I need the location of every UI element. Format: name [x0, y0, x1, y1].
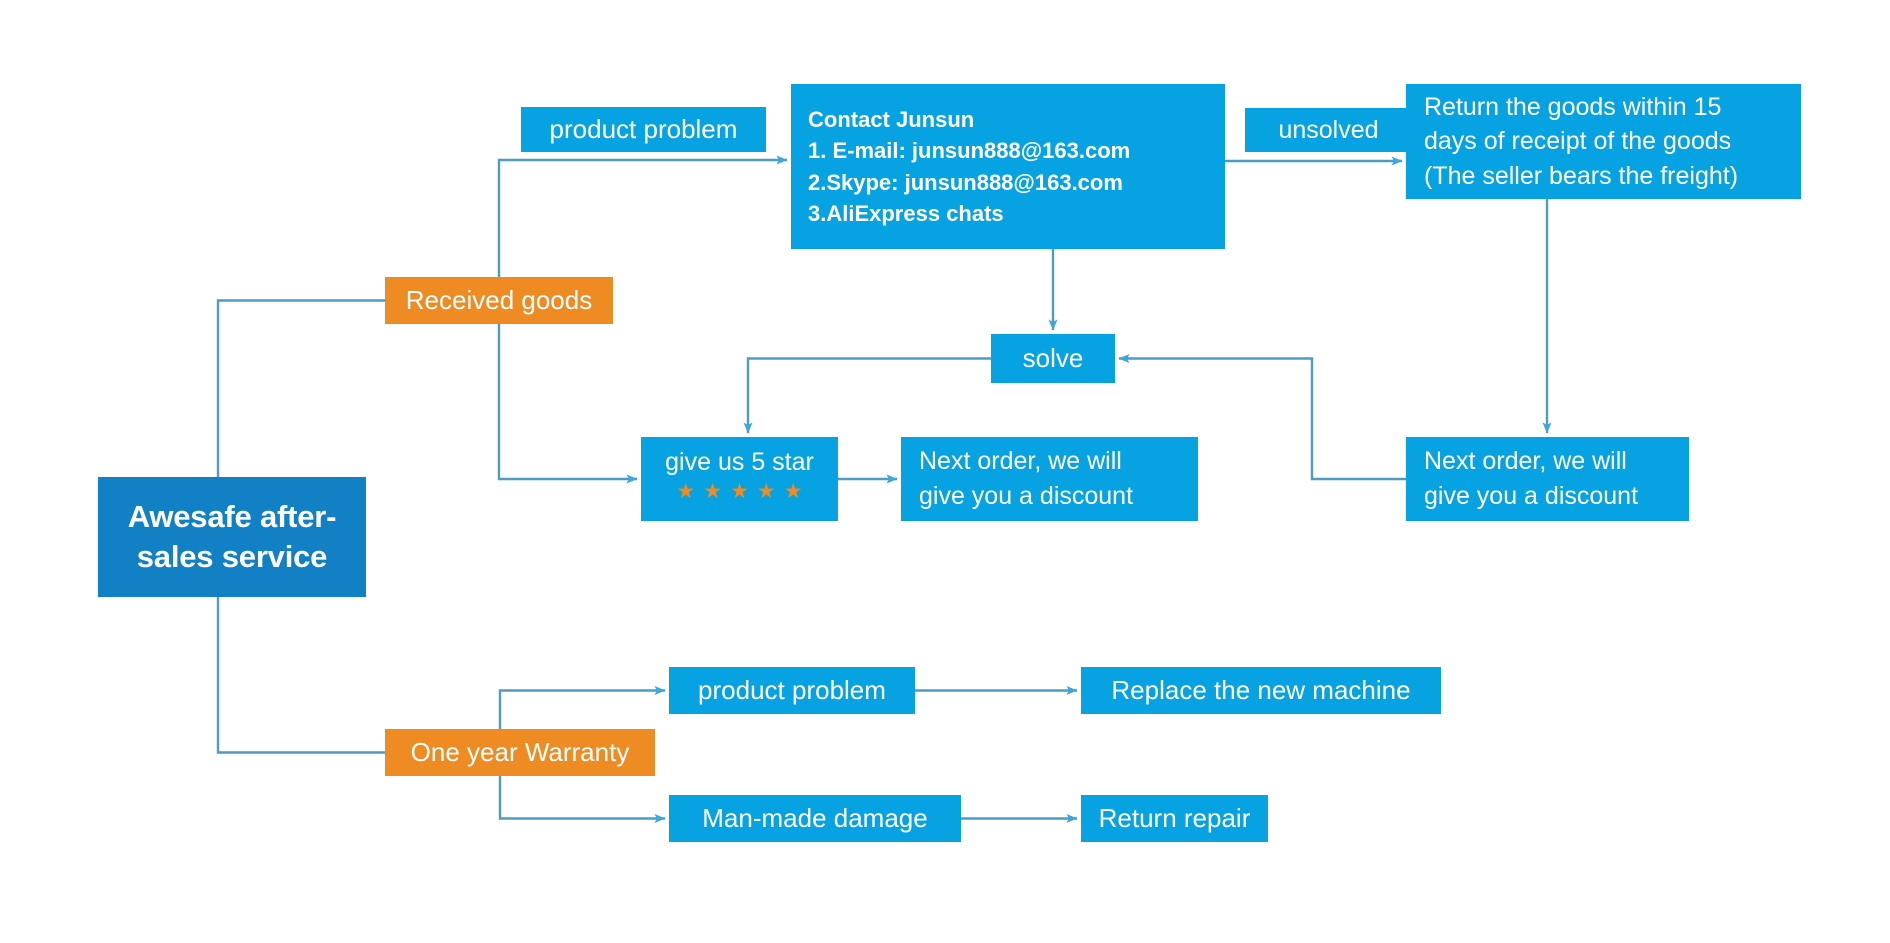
node-replace-new-machine[interactable]: Replace the new machine	[1081, 667, 1441, 714]
node-label: Return the goods within 15 days of recei…	[1424, 92, 1739, 190]
edge-warranty-to-productproblem	[498, 686, 666, 729]
edge-solve-to-fivestar	[743, 357, 991, 434]
contact-skype-line: 2.Skype: junsun888@163.com	[808, 169, 1123, 195]
node-return-repair[interactable]: Return repair	[1081, 795, 1268, 842]
node-label: product problem	[698, 674, 886, 705]
node-label: solve	[1022, 342, 1084, 373]
edge-warranty-to-manmade	[498, 776, 666, 823]
star-icon[interactable]: ★	[756, 480, 776, 503]
contact-aliexpress-line: 3.AliExpress chats	[808, 200, 1004, 226]
node-root-awesafe-service[interactable]: Awesafe after- sales service	[98, 477, 366, 597]
star-icon[interactable]: ★	[783, 480, 803, 503]
star-icon[interactable]: ★	[730, 480, 749, 503]
node-label: give us 5 star	[665, 448, 814, 476]
node-label: Next order, we will give you a discount	[1424, 446, 1639, 511]
node-contact-junsun[interactable]: Contact Junsun 1. E-mail: junsun888@163.…	[791, 84, 1225, 249]
node-man-made-damage[interactable]: Man-made damage	[669, 795, 961, 842]
star-icon[interactable]: ★	[676, 480, 696, 503]
contact-heading: Contact Junsun	[808, 107, 975, 133]
node-label: Replace the new machine	[1111, 674, 1411, 705]
node-one-year-warranty[interactable]: One year Warranty	[385, 729, 655, 776]
node-label: Received goods	[405, 284, 593, 315]
node-product-problem-top[interactable]: product problem	[521, 107, 766, 152]
node-label: Return repair	[1098, 802, 1251, 833]
star-rating[interactable]: ★ ★ ★ ★ ★	[676, 481, 802, 502]
node-received-goods[interactable]: Received goods	[385, 277, 613, 324]
node-return-goods-15-days[interactable]: Return the goods within 15 days of recei…	[1406, 84, 1801, 199]
node-label: product problem	[549, 113, 738, 144]
node-unsolved-label[interactable]: unsolved	[1245, 108, 1412, 152]
edge-root-to-received	[216, 299, 385, 477]
node-discount-after-return[interactable]: Next order, we will give you a discount	[1406, 437, 1689, 521]
node-solve[interactable]: solve	[991, 334, 1115, 383]
node-label: Man-made damage	[702, 802, 928, 833]
node-discount-after-five-star[interactable]: Next order, we will give you a discount	[901, 437, 1198, 521]
node-label: unsolved	[1278, 116, 1379, 144]
edge-received-to-contact	[497, 155, 788, 277]
node-label: Next order, we will give you a discount	[919, 446, 1134, 511]
edge-root-to-warranty	[216, 597, 385, 754]
node-label: Awesafe after- sales service	[127, 499, 337, 574]
contact-email-line: 1. E-mail: junsun888@163.com	[808, 138, 1131, 164]
node-give-us-5-star[interactable]: give us 5 star ★ ★ ★ ★ ★	[641, 437, 838, 521]
edge-received-to-fivestar	[497, 324, 638, 484]
star-icon[interactable]: ★	[703, 480, 723, 503]
node-label: One year Warranty	[410, 736, 630, 767]
node-product-problem-bottom[interactable]: product problem	[669, 667, 915, 714]
